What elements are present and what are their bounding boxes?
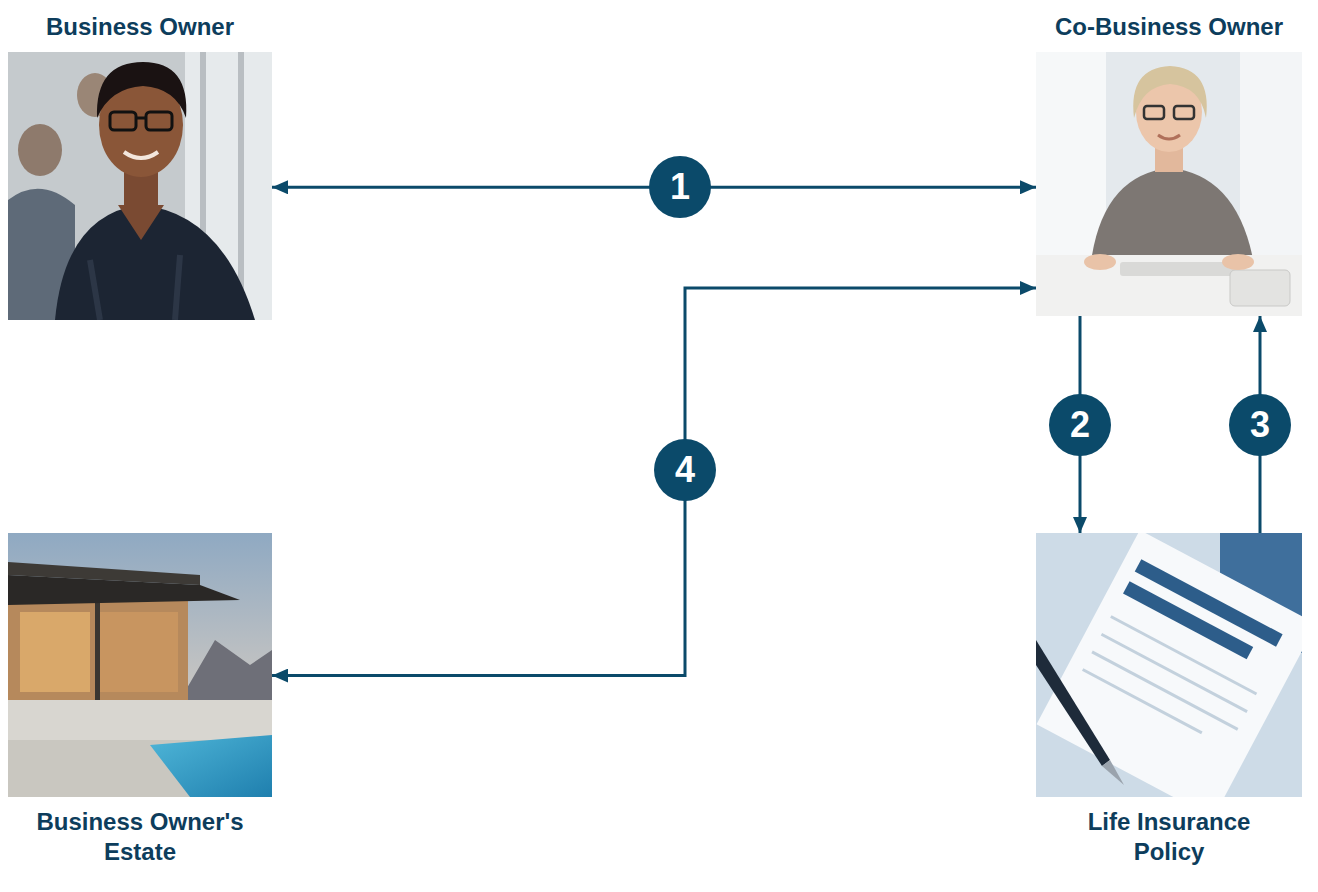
connector-arrow	[272, 288, 1036, 676]
illustration-part	[1036, 640, 1110, 766]
illustration-part	[1133, 66, 1207, 118]
illustration-part	[146, 112, 172, 130]
illustration-part	[110, 112, 136, 130]
callout-number: 4	[654, 439, 716, 501]
policy-photo-box: Life Insurance Policy	[1036, 533, 1302, 797]
illustration-part	[1123, 581, 1253, 659]
illustration-part	[150, 735, 272, 797]
callout-number: 1	[649, 156, 711, 218]
illustration-part	[1101, 634, 1247, 711]
illustration-part	[180, 640, 272, 700]
illustration-part	[8, 52, 272, 320]
illustration-part	[1036, 255, 1302, 316]
illustration-part	[1036, 52, 1302, 316]
illustration-part	[1230, 270, 1290, 306]
illustration-part	[1158, 135, 1180, 139]
illustration-part	[8, 533, 272, 797]
illustration-part	[90, 255, 180, 320]
illustration-part	[1174, 106, 1194, 119]
illustration-part	[8, 700, 272, 740]
illustration-part	[1083, 670, 1202, 733]
illustration-part	[55, 205, 255, 320]
policy-photo	[1036, 533, 1302, 797]
illustration-part	[97, 62, 186, 118]
illustration-part	[118, 205, 164, 240]
illustration-part	[1092, 652, 1238, 729]
illustration-part	[1144, 106, 1164, 119]
illustration-part	[1120, 262, 1240, 276]
node-heading: Life Insurance Policy	[1049, 807, 1289, 867]
business-owner-photo	[8, 52, 272, 320]
estate-photo	[8, 533, 272, 797]
callout-number: 2	[1049, 394, 1111, 456]
estate-photo-box: Business Owner's Estate	[8, 533, 272, 797]
illustration-part	[124, 152, 158, 158]
illustration-part	[8, 600, 188, 700]
callout-number: 3	[1229, 394, 1291, 456]
illustration-part	[136, 117, 146, 120]
node-heading: Business Owner's Estate	[20, 807, 260, 867]
illustration-part	[8, 562, 200, 585]
illustration-part	[18, 124, 62, 176]
illustration-part	[1111, 617, 1257, 694]
illustration-part	[100, 612, 178, 692]
illustration-part	[1102, 760, 1124, 785]
node-heading: Business Owner	[46, 12, 234, 42]
co-owner-photo	[1036, 52, 1302, 316]
person-photo-box: Co-Business Owner	[1036, 52, 1302, 316]
illustration-part	[20, 612, 90, 692]
illustration-part	[1084, 254, 1116, 270]
illustration-part	[1222, 254, 1254, 270]
illustration-part	[1037, 533, 1302, 797]
person-photo-box: Business Owner	[8, 52, 272, 320]
illustration-part	[95, 600, 100, 700]
illustration-part	[1090, 168, 1255, 270]
illustration-part	[1037, 533, 1302, 797]
node-heading: Co-Business Owner	[1055, 12, 1283, 42]
